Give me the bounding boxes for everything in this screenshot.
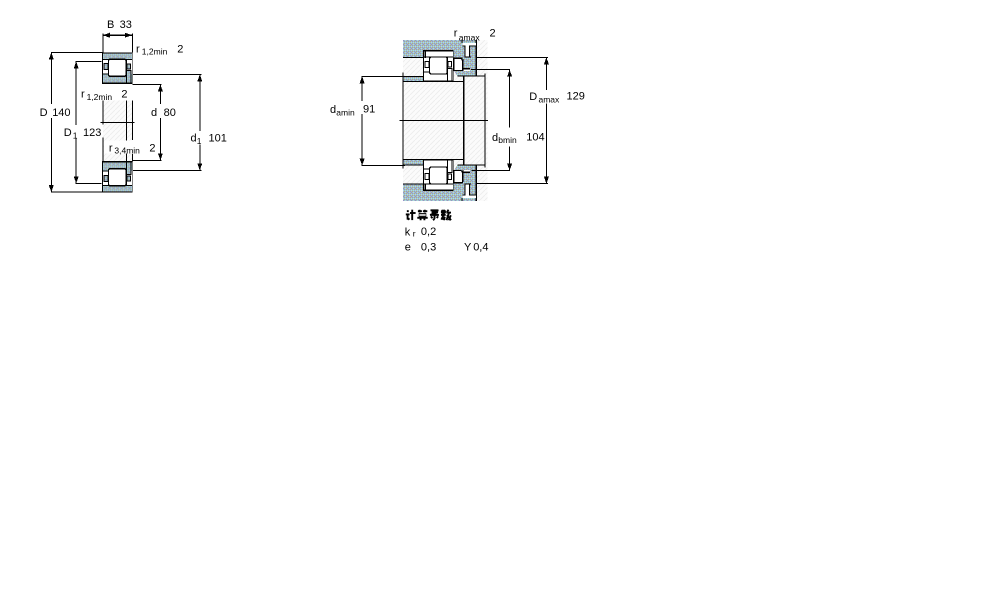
svg-text:129: 129	[567, 91, 585, 103]
svg-text:2: 2	[490, 28, 496, 40]
svg-text:101: 101	[209, 132, 227, 144]
svg-text:D: D	[40, 107, 48, 119]
svg-text:k: k	[405, 226, 411, 238]
svg-text:91: 91	[363, 103, 375, 115]
svg-text:r: r	[109, 142, 113, 154]
svg-text:B: B	[107, 19, 114, 31]
svg-text:d: d	[492, 132, 498, 144]
svg-text:bmin: bmin	[498, 135, 517, 145]
svg-text:amin: amin	[336, 108, 355, 118]
svg-text:1,2min: 1,2min	[142, 47, 168, 57]
svg-text:r: r	[454, 28, 458, 40]
svg-text:1: 1	[197, 136, 202, 146]
svg-text:r: r	[81, 88, 85, 100]
svg-text:D: D	[64, 127, 72, 139]
svg-text:1: 1	[73, 131, 78, 141]
svg-text:e: e	[405, 241, 411, 253]
svg-text:2: 2	[149, 142, 155, 154]
svg-text:2: 2	[177, 43, 183, 55]
svg-text:2: 2	[121, 88, 127, 100]
svg-text:r: r	[136, 44, 140, 56]
svg-text:amax: amax	[539, 95, 561, 105]
svg-text:0,4: 0,4	[473, 241, 488, 253]
svg-text:104: 104	[526, 132, 544, 144]
svg-text:0,2: 0,2	[421, 226, 436, 238]
svg-text:3,4min: 3,4min	[114, 145, 140, 155]
svg-text:d: d	[330, 104, 336, 116]
svg-text:d: d	[151, 107, 157, 119]
svg-text:1,2min: 1,2min	[87, 92, 113, 102]
svg-text:amax: amax	[459, 32, 481, 42]
svg-text:123: 123	[83, 127, 101, 139]
svg-text:D: D	[529, 91, 537, 103]
svg-text:80: 80	[164, 107, 176, 119]
svg-text:Y: Y	[464, 241, 472, 253]
svg-text:0,3: 0,3	[421, 241, 436, 253]
svg-text:33: 33	[120, 19, 132, 31]
svg-text:140: 140	[52, 107, 70, 119]
svg-text:r: r	[413, 229, 416, 239]
svg-text:d: d	[191, 132, 197, 144]
